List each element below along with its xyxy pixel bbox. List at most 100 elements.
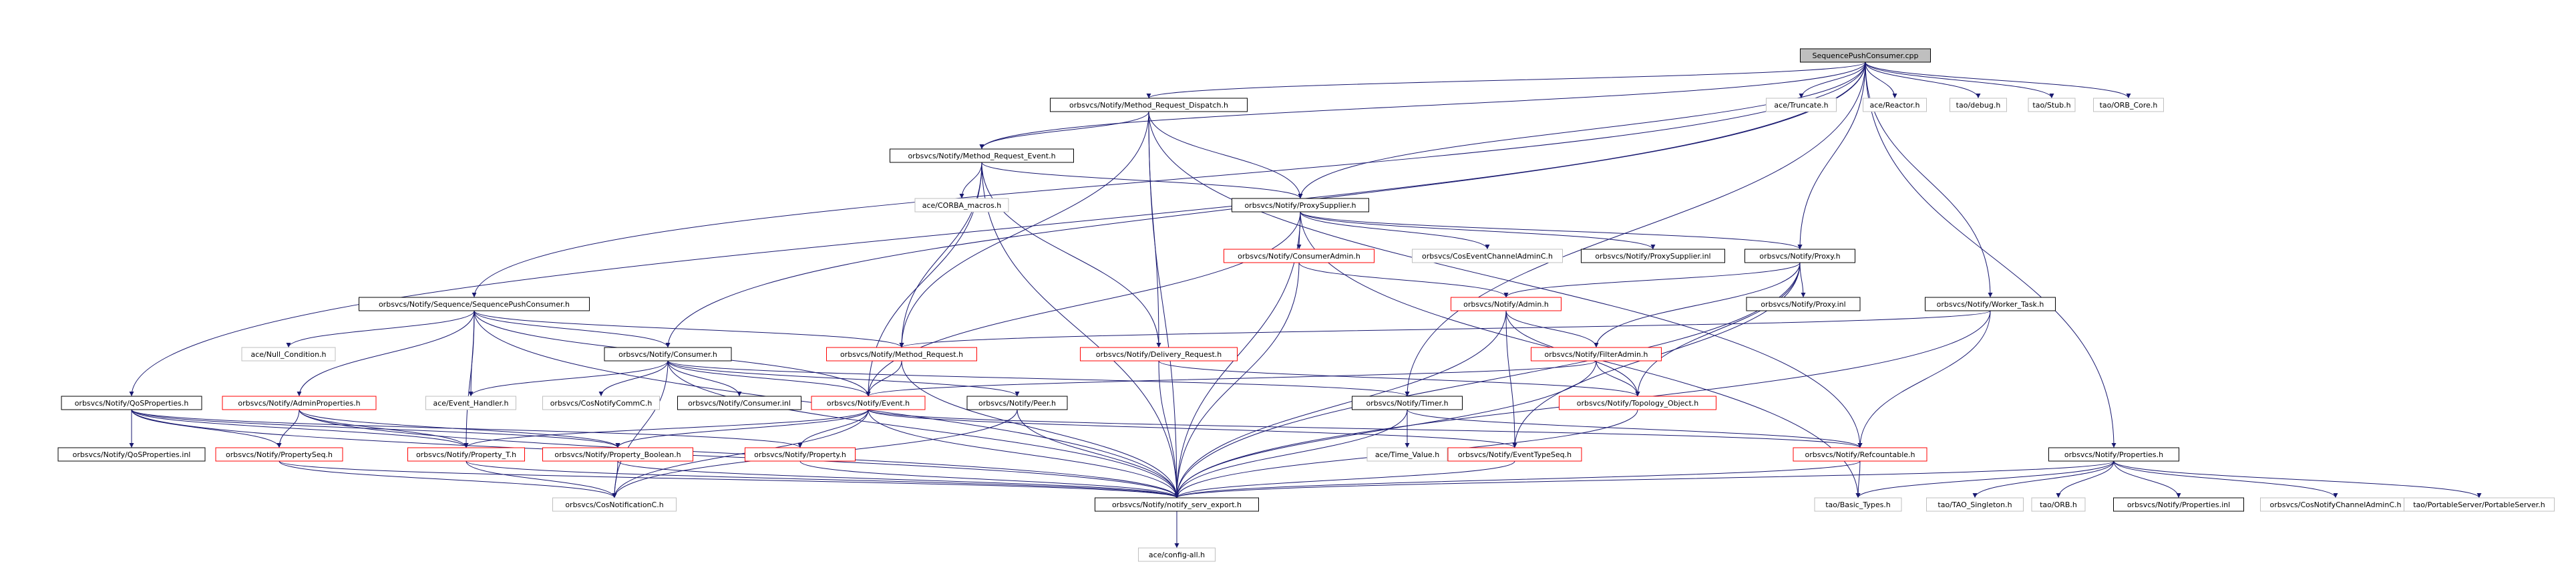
node-box — [61, 396, 202, 410]
node-properties[interactable]: orbsvcs/Notify/Properties.h — [2048, 447, 2179, 462]
node-box — [1224, 249, 1374, 263]
node-label: ace/Time_Value.h — [1375, 450, 1439, 459]
edge-properties-to-orbh — [2056, 460, 2114, 499]
node-proxysupplier[interactable]: orbsvcs/Notify/ProxySupplier.h — [1232, 198, 1369, 213]
node-qosprops[interactable]: orbsvcs/Notify/QoSProperties.h — [61, 396, 202, 410]
edge-event-to-property — [797, 409, 869, 448]
node-label: orbsvcs/Notify/Peer.h — [978, 399, 1056, 408]
edge-mre-to-corbamacros — [959, 162, 982, 199]
node-box — [542, 447, 693, 462]
node-timevalue[interactable]: ace/Time_Value.h — [1366, 447, 1448, 462]
node-spc[interactable]: orbsvcs/Notify/Sequence/SequencePushCons… — [359, 297, 590, 311]
node-deliveryrequest[interactable]: orbsvcs/Notify/Delivery_Request.h — [1080, 347, 1238, 362]
node-label: orbsvcs/Notify/Admin.h — [1463, 300, 1549, 309]
node-consumeradmin[interactable]: orbsvcs/Notify/ConsumerAdmin.h — [1224, 249, 1374, 263]
edge-root-to-proxy — [1797, 61, 1866, 250]
node-orbcore[interactable]: tao/ORB_Core.h — [2093, 98, 2164, 112]
node-peer[interactable]: orbsvcs/Notify/Peer.h — [966, 396, 1068, 410]
node-nullcondition[interactable]: ace/Null_Condition.h — [241, 347, 336, 362]
node-label: orbsvcs/CosEventChannelAdminC.h — [1422, 252, 1553, 261]
node-box — [1926, 497, 2024, 512]
edge-timer-to-notifyservexport — [1174, 409, 1408, 499]
node-box — [2028, 98, 2076, 112]
node-box — [1447, 447, 1582, 462]
node-timer[interactable]: orbsvcs/Notify/Timer.h — [1352, 396, 1463, 410]
edge-properties-to-cosnotifychanneladmin — [2113, 460, 2338, 499]
edge-root-to-stub — [1865, 61, 2054, 99]
node-basictypes[interactable]: tao/Basic_Types.h — [1814, 497, 1902, 512]
node-cosnotifycommc[interactable]: orbsvcs/CosNotifyCommC.h — [542, 396, 660, 410]
node-taosingleton[interactable]: tao/TAO_Singleton.h — [1926, 497, 2024, 512]
node-box — [2093, 98, 2164, 112]
node-box — [2404, 497, 2555, 512]
node-consumerinl[interactable]: orbsvcs/Notify/Consumer.inl — [677, 396, 801, 410]
node-box — [241, 347, 336, 362]
node-eventtypeseq[interactable]: orbsvcs/Notify/EventTypeSeq.h — [1447, 447, 1582, 462]
edge-mre-to-methodrequest — [899, 162, 982, 348]
node-box — [1793, 447, 1927, 462]
node-label: orbsvcs/Notify/Method_Request.h — [840, 350, 963, 359]
node-refcountable[interactable]: orbsvcs/Notify/Refcountable.h — [1793, 447, 1927, 462]
node-coseventchanneladmin[interactable]: orbsvcs/CosEventChannelAdminC.h — [1412, 249, 1563, 263]
node-label: orbsvcs/CosNotificationC.h — [565, 501, 663, 509]
node-workertask[interactable]: orbsvcs/Notify/Worker_Task.h — [1925, 297, 2056, 311]
node-corbamacros[interactable]: ace/CORBA_macros.h — [914, 198, 1009, 213]
edge-event-to-propertybool — [615, 409, 869, 448]
node-propertyseq[interactable]: orbsvcs/Notify/PropertySeq.h — [215, 447, 343, 462]
node-label: tao/TAO_Singleton.h — [1938, 501, 2012, 509]
node-eventhandler[interactable]: ace/Event_Handler.h — [425, 396, 516, 410]
node-proxyinl[interactable]: orbsvcs/Notify/Proxy.inl — [1746, 297, 1861, 311]
node-orbh[interactable]: tao/ORB.h — [2031, 497, 2086, 512]
node-reactor[interactable]: ace/Reactor.h — [1863, 98, 1927, 112]
node-consumer[interactable]: orbsvcs/Notify/Consumer.h — [604, 347, 732, 362]
edge-spc-to-methodrequest — [474, 310, 904, 348]
node-label: orbsvcs/Notify/Refcountable.h — [1805, 450, 1915, 459]
node-label: tao/ORB.h — [2040, 501, 2077, 509]
node-label: orbsvcs/Notify/Worker_Task.h — [1937, 300, 2044, 309]
node-label: orbsvcs/Notify/notify_serv_export.h — [1112, 501, 1242, 509]
node-propertiesinl[interactable]: orbsvcs/Notify/Properties.inl — [2113, 497, 2244, 512]
node-label: orbsvcs/Notify/Delivery_Request.h — [1096, 350, 1222, 359]
node-box — [1366, 447, 1448, 462]
node-event[interactable]: orbsvcs/Notify/Event.h — [811, 396, 926, 410]
edge-consumer-to-cosnotifycommc — [598, 360, 669, 397]
node-proxy[interactable]: orbsvcs/Notify/Proxy.h — [1744, 249, 1855, 263]
edge-eventtypeseq-to-notifyservexport — [1174, 460, 1515, 499]
node-truncate[interactable]: ace/Truncate.h — [1766, 98, 1837, 112]
node-label: orbsvcs/Notify/QoSProperties.h — [75, 399, 189, 408]
node-propertybool[interactable]: orbsvcs/Notify/Property_Boolean.h — [542, 447, 693, 462]
node-mrd[interactable]: orbsvcs/Notify/Method_Request_Dispatch.h — [1050, 98, 1248, 112]
node-debug[interactable]: tao/debug.h — [1950, 98, 2007, 112]
edge-root-to-mre — [979, 61, 1866, 150]
node-methodrequest[interactable]: orbsvcs/Notify/Method_Request.h — [826, 347, 977, 362]
node-propertyt[interactable]: orbsvcs/Notify/Property_T.h — [407, 447, 525, 462]
node-admin[interactable]: orbsvcs/Notify/Admin.h — [1451, 297, 1561, 311]
node-property[interactable]: orbsvcs/Notify/Property.h — [745, 447, 856, 462]
node-portableserver[interactable]: tao/PortableServer/PortableServer.h — [2404, 497, 2555, 512]
edge-workertask-to-refcountable — [1857, 310, 1991, 448]
node-box — [359, 297, 590, 311]
node-proxysupplierinl[interactable]: orbsvcs/Notify/ProxySupplier.inl — [1581, 249, 1725, 263]
edge-mrd-to-mre — [979, 111, 1149, 150]
node-box — [604, 347, 732, 362]
node-label: orbsvcs/Notify/AdminProperties.h — [238, 399, 360, 408]
node-label: ace/Reactor.h — [1870, 101, 1920, 110]
node-box — [745, 447, 856, 462]
node-label: tao/PortableServer/PortableServer.h — [2413, 501, 2545, 509]
edge-deliveryrequest-to-notifyservexport — [1158, 360, 1179, 499]
node-cosnotificationc[interactable]: orbsvcs/CosNotificationC.h — [552, 497, 677, 512]
node-root[interactable]: SequencePushConsumer.cpp — [1800, 48, 1931, 63]
node-stub[interactable]: tao/Stub.h — [2028, 98, 2076, 112]
node-label: tao/debug.h — [1956, 101, 2001, 110]
node-configall[interactable]: ace/config-all.h — [1138, 547, 1216, 562]
node-box — [1581, 249, 1725, 263]
node-mre[interactable]: orbsvcs/Notify/Method_Request_Event.h — [890, 148, 1074, 163]
edge-admin-to-filteradmin — [1505, 310, 1599, 348]
edge-consumer-to-notifyservexport — [667, 360, 1179, 499]
node-filteradmin[interactable]: orbsvcs/Notify/FilterAdmin.h — [1531, 347, 1662, 362]
node-adminprops[interactable]: orbsvcs/Notify/AdminProperties.h — [222, 396, 377, 410]
node-notifyservexport[interactable]: orbsvcs/Notify/notify_serv_export.h — [1095, 497, 1259, 512]
node-cosnotifychanneladmin[interactable]: orbsvcs/CosNotifyChannelAdminC.h — [2260, 497, 2411, 512]
node-topologyobject[interactable]: orbsvcs/Notify/Topology_Object.h — [1559, 396, 1716, 410]
node-qospropsinl[interactable]: orbsvcs/Notify/QoSProperties.inl — [57, 447, 206, 462]
